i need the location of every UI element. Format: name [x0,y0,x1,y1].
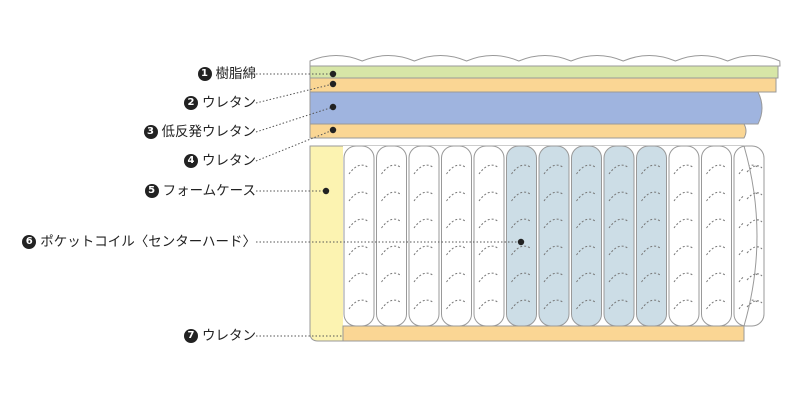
pocket-coil [636,145,667,327]
layer-name-3: 低反発ウレタン [161,124,257,140]
number-badge-4: 4 [184,154,198,168]
layer-resin-cotton [309,65,779,79]
pocket-coil [603,145,635,327]
number-badge-3: 3 [143,125,158,139]
layer-label-3: 3 低反発ウレタン [143,122,257,142]
layer-urethan-top [309,77,777,93]
layer-name-5: フォームケース [162,183,256,199]
pocket-coil [408,145,440,327]
layer-urethan-bottom-overlay [342,325,745,342]
number-badge-2: 2 [184,96,198,110]
pocket-coil [571,145,602,327]
leader-dot-5 [322,187,330,195]
leader-dot-4 [329,126,337,134]
leader-dot-2 [329,80,337,88]
pocket-coil [343,145,375,327]
layer-name-6: ポケットコイル〈センターハード〉 [40,234,256,250]
layer-label-1: 1 樹脂綿 [197,64,257,84]
leader-dot-3 [329,103,337,111]
quilt-top [309,55,781,67]
pocket-coil [441,145,472,327]
leader-line-3 [255,106,334,133]
leader-line-2 [255,83,334,104]
number-badge-5: 5 [144,184,159,198]
layer-label-4: 4 ウレタン [184,151,256,171]
layer-name-4: ウレタン [202,153,256,169]
layer-low-rebound-urethan [309,91,763,125]
pocket-coil [701,145,732,327]
leader-dot-6 [517,238,525,246]
layer-name-1: 樹脂綿 [215,66,257,82]
layer-label-5: 5 フォームケース [144,181,256,201]
layer-name-2: ウレタン [202,95,256,111]
layer-label-6: 6 ポケットコイル〈センターハード〉 [22,232,256,252]
pocket-coil [668,145,700,327]
layer-label-2: 2 ウレタン [184,93,256,113]
layer-urethan-middle [309,123,747,139]
pocket-coil-partial [743,145,763,327]
number-badge-1: 1 [197,67,212,81]
pocket-coil [506,145,537,327]
pocket-coil [376,145,407,327]
layer-label-7: 7 ウレタン [184,326,256,346]
leader-dot-1 [329,70,337,78]
number-badge-6: 6 [22,235,37,249]
pocket-coil [538,145,570,327]
layer-name-7: ウレタン [202,328,256,344]
number-badge-7: 7 [184,329,198,343]
pocket-coil [473,145,505,327]
